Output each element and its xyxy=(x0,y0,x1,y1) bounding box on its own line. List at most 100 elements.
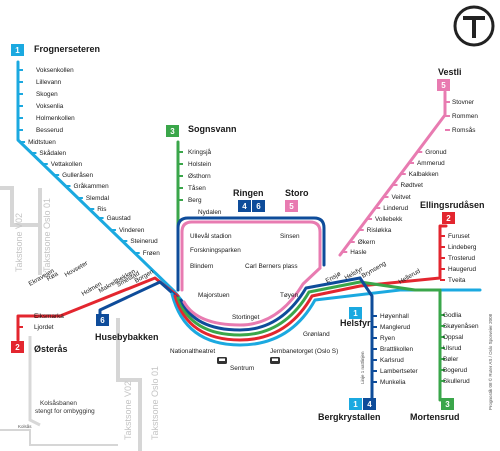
station-økern[interactable]: Økern xyxy=(358,239,376,246)
line-6-badge-husebybakken[interactable]: 6 xyxy=(96,314,109,326)
station-majorstuen[interactable]: Majorstuen xyxy=(198,292,230,299)
station-linderud[interactable]: Linderud xyxy=(383,205,408,212)
station-berg[interactable]: Berg xyxy=(188,197,202,204)
station-vettakollen[interactable]: Vettakollen xyxy=(51,161,83,168)
station-ammerud[interactable]: Ammerud xyxy=(417,160,445,167)
station-skogen[interactable]: Skogen xyxy=(36,91,58,98)
station-gronland[interactable]: Grønland xyxy=(303,331,330,338)
terminal-husebybakken[interactable]: Husebybakken xyxy=(95,332,159,342)
station-ljordet[interactable]: Ljordet xyxy=(34,324,54,331)
station-tveita[interactable]: Tveita xyxy=(448,277,466,284)
station-holstein[interactable]: Holstein xyxy=(188,161,212,168)
terminal-frognerseteren[interactable]: Frognerseteren xyxy=(34,44,100,54)
station-munkelia[interactable]: Munkelia xyxy=(380,379,406,386)
station-besserud[interactable]: Besserud xyxy=(36,127,63,134)
station-rødtvet[interactable]: Rødtvet xyxy=(401,182,424,189)
station-skullerud[interactable]: Skullerud xyxy=(443,378,470,385)
station-ulsrud[interactable]: Ulsrud xyxy=(443,345,462,352)
station-rommen[interactable]: Rommen xyxy=(452,113,478,120)
station-hellerud[interactable]: Hellerud xyxy=(398,268,422,286)
line-5-badge-vestli[interactable]: 5 xyxy=(437,79,450,91)
station-gråkammen[interactable]: Gråkammen xyxy=(74,182,110,190)
line-4-badge-bergkrystallen[interactable]: 4 xyxy=(363,398,376,410)
line-1-badge-helsfyr[interactable]: 1 xyxy=(349,307,362,319)
station-trosterud[interactable]: Trosterud xyxy=(448,255,476,262)
station-brynseng[interactable]: Brynseng xyxy=(361,260,388,280)
station-veitvet[interactable]: Veitvet xyxy=(392,194,411,201)
station-brattlikollen[interactable]: Brattlikollen xyxy=(380,346,413,353)
line-2-badge-ellingsrudasen[interactable]: 2 xyxy=(442,212,455,224)
station-blindern[interactable]: Blindern xyxy=(190,263,214,270)
station-holmenkollen[interactable]: Holmenkollen xyxy=(36,115,75,122)
svg-text:5: 5 xyxy=(441,81,446,90)
svg-text:3: 3 xyxy=(170,127,175,136)
station-lambertseter[interactable]: Lambertseter xyxy=(380,368,419,375)
line-4-badge-ringen[interactable]: 4 xyxy=(238,200,251,212)
line-2-badge-osteras[interactable]: 2 xyxy=(11,341,24,353)
station-forskningsparken[interactable]: Forskningsparken xyxy=(190,247,241,254)
train-icon xyxy=(270,357,280,364)
station-eiksmarka[interactable]: Eiksmarka xyxy=(34,313,64,320)
station-haugerud[interactable]: Haugerud xyxy=(448,266,477,273)
train-icon xyxy=(217,357,227,364)
station-voksenkollen[interactable]: Voksenkollen xyxy=(36,67,74,74)
station-ryen[interactable]: Ryen xyxy=(380,335,395,342)
station-karlsrud[interactable]: Karlsrud xyxy=(380,357,404,364)
station-skøyenåsen[interactable]: Skøyenåsen xyxy=(443,322,479,330)
station-godlia[interactable]: Godlia xyxy=(443,312,462,319)
station-manglerud[interactable]: Manglerud xyxy=(380,324,411,331)
station-østhorn[interactable]: Østhorn xyxy=(188,173,211,180)
line-1-badge-bergkrystallen[interactable]: 1 xyxy=(349,398,362,410)
station-tøyen[interactable]: Tøyen xyxy=(280,292,299,299)
ring-line-5-track xyxy=(180,220,322,292)
station-hasle[interactable]: Hasle xyxy=(350,249,367,256)
station-høyenhall[interactable]: Høyenhall xyxy=(380,313,409,320)
station-gronud[interactable]: Gronud xyxy=(425,149,447,156)
station-tåsen[interactable]: Tåsen xyxy=(188,184,206,192)
station-vinderen[interactable]: Vinderen xyxy=(119,227,145,234)
station-gulleråsen[interactable]: Gulleråsen xyxy=(62,171,93,179)
station-risløkka[interactable]: Risløkka xyxy=(367,227,392,234)
station-nydalen[interactable]: Nydalen xyxy=(198,209,222,216)
terminal-mortensrud[interactable]: Mortensrud xyxy=(410,412,460,422)
terminal-ellingsrudasen[interactable]: Ellingsrudåsen xyxy=(420,200,485,210)
station-ullevål-stadion[interactable]: Ullevål stadion xyxy=(190,232,232,240)
station-nationaltheatret[interactable]: Nationaltheatret xyxy=(170,348,215,355)
station-kringsjå[interactable]: Kringsjå xyxy=(188,148,212,156)
station-vollebekk[interactable]: Vollebekk xyxy=(375,216,403,223)
station-bøler[interactable]: Bøler xyxy=(443,356,459,363)
line-5-badge-storo[interactable]: 5 xyxy=(285,200,298,212)
station-ris[interactable]: Ris xyxy=(97,206,106,213)
terminal-sognsvann[interactable]: Sognsvann xyxy=(188,124,237,134)
kolsas-disused-line xyxy=(28,336,41,427)
station-gaustad[interactable]: Gaustad xyxy=(107,215,132,222)
station-lindeberg[interactable]: Lindeberg xyxy=(448,244,477,251)
station-frøen[interactable]: Frøen xyxy=(143,250,160,257)
station-sinsen[interactable]: Sinsen xyxy=(280,233,300,240)
station-midtstuen[interactable]: Midtstuen xyxy=(28,139,56,146)
station-voksenlia[interactable]: Voksenlia xyxy=(36,103,64,110)
station-romsås[interactable]: Romsås xyxy=(452,126,475,134)
station-bogerud[interactable]: Bogerud xyxy=(443,367,468,374)
line-1-badge-frognerseteren[interactable]: 1 xyxy=(11,44,24,56)
station-furuset[interactable]: Furuset xyxy=(448,233,470,240)
station-oppsal[interactable]: Oppsal xyxy=(443,334,463,341)
ring-line-track xyxy=(176,216,326,292)
station-lillevann[interactable]: Lillevann xyxy=(36,79,62,86)
line-3-badge-sognsvann[interactable]: 3 xyxy=(166,125,179,137)
station-stovner[interactable]: Stovner xyxy=(452,99,475,106)
station-carl-berners-plass[interactable]: Carl Berners plass xyxy=(245,263,298,270)
station-stortinget[interactable]: Stortinget xyxy=(232,314,260,321)
terminal-osteras[interactable]: Østerås xyxy=(34,344,68,354)
terminal-vestli[interactable]: Vestli xyxy=(438,67,462,77)
terminal-bergkrystallen[interactable]: Bergkrystallen xyxy=(318,412,381,422)
station-steinerud[interactable]: Steinerud xyxy=(130,238,158,245)
line-3-badge-mortensrud[interactable]: 3 xyxy=(441,398,454,410)
station-skådalen[interactable]: Skådalen xyxy=(39,149,66,157)
station-kalbakken[interactable]: Kalbakken xyxy=(409,171,439,178)
station-hovseter[interactable]: Hovseter xyxy=(64,259,90,278)
station-jernbanetorget[interactable]: Jernbanetorget (Oslo S) xyxy=(270,348,338,355)
station-slemdal[interactable]: Slemdal xyxy=(86,195,109,202)
line-6-badge-ringen[interactable]: 6 xyxy=(252,200,265,212)
